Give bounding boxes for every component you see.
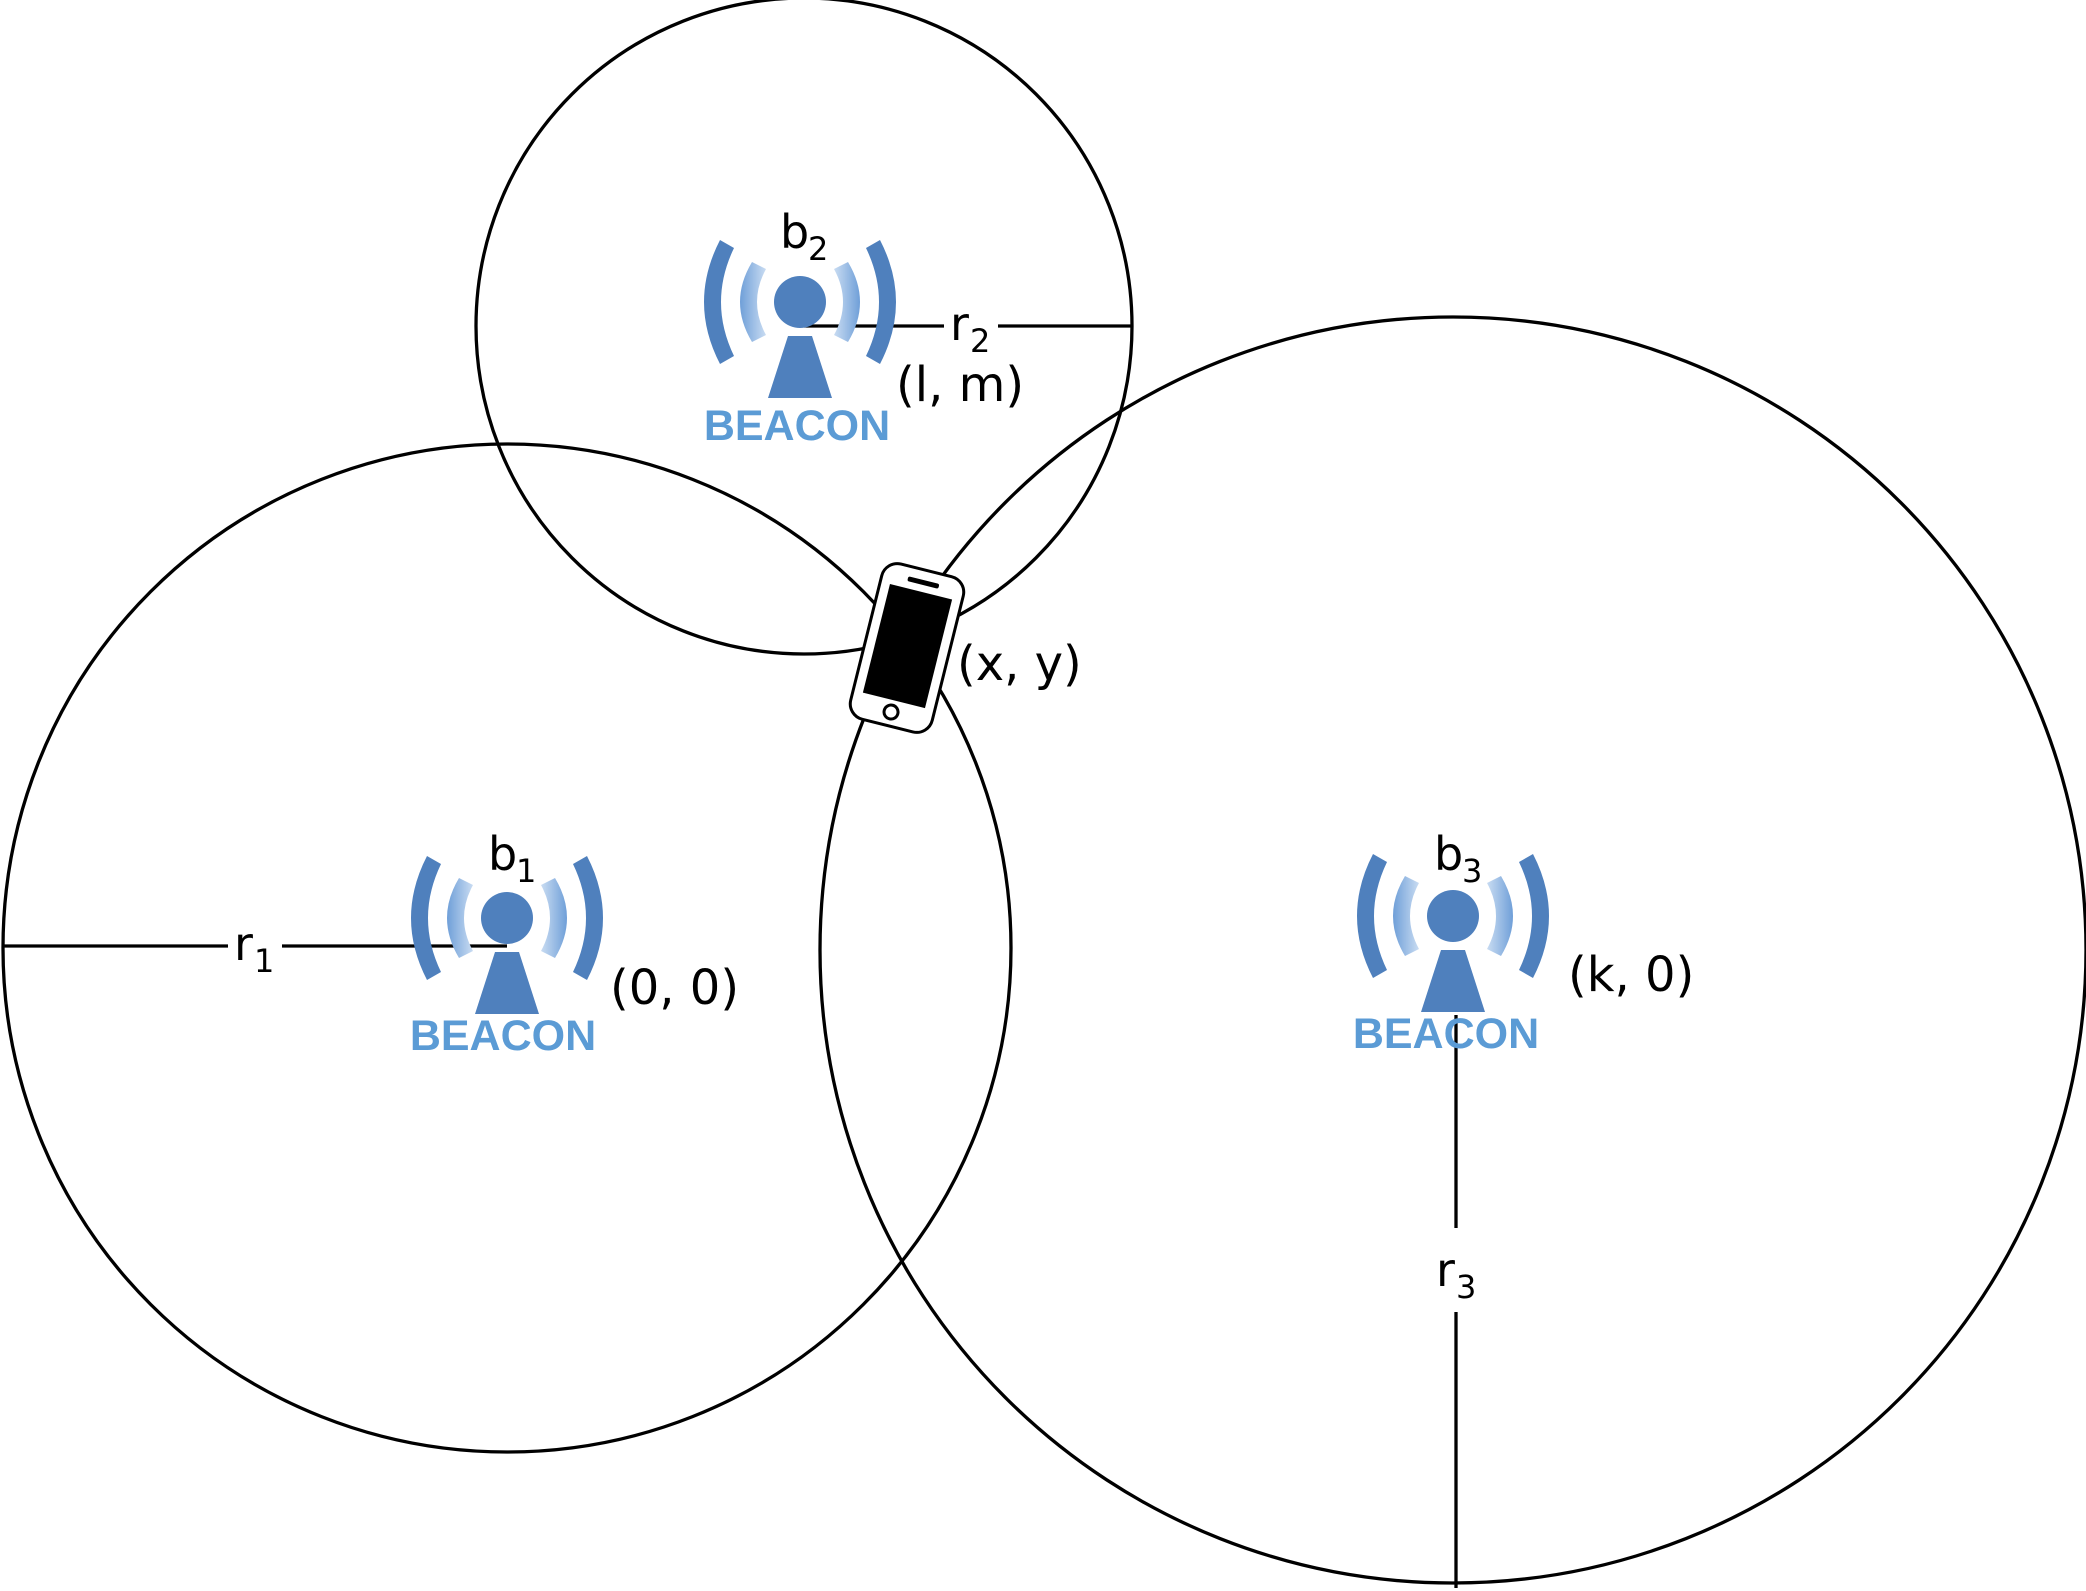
coord-label-b1: (0, 0)	[610, 960, 739, 1016]
smartphone-icon	[848, 562, 966, 734]
svg-text:2: 2	[808, 230, 828, 268]
beacon-label-b2: b 2	[780, 205, 828, 268]
coord-label-b2: (l, m)	[896, 357, 1024, 413]
beacon-label-b3: b 3	[1434, 827, 1482, 890]
svg-text:b: b	[780, 205, 809, 259]
beacon-brand-b2: BEACON	[704, 402, 890, 450]
range-circle-b1	[1, 442, 1013, 1454]
svg-text:b: b	[488, 827, 517, 881]
svg-text:3: 3	[1456, 1268, 1476, 1306]
beacon-icon-b2	[704, 240, 896, 398]
svg-text:3: 3	[1462, 852, 1482, 890]
beacon-brand-b1: BEACON	[410, 1012, 596, 1060]
svg-text:r: r	[234, 917, 253, 971]
svg-text:r: r	[1436, 1243, 1455, 1297]
coord-label-b3: (k, 0)	[1568, 947, 1694, 1003]
coord-label-device: (x, y)	[957, 636, 1082, 692]
radius-label-r3: r 3	[1436, 1243, 1476, 1306]
svg-text:1: 1	[516, 852, 536, 890]
svg-text:b: b	[1434, 827, 1463, 881]
svg-text:r: r	[950, 297, 969, 351]
svg-text:1: 1	[254, 942, 274, 980]
beacon-label-b1: b 1	[488, 827, 536, 890]
beacon-brand-b3: BEACON	[1353, 1010, 1539, 1058]
range-circle-b3	[818, 315, 2086, 1585]
radius-label-r2: r 2	[950, 297, 990, 360]
svg-text:2: 2	[970, 322, 990, 360]
radius-label-r1: r 1	[234, 917, 274, 980]
